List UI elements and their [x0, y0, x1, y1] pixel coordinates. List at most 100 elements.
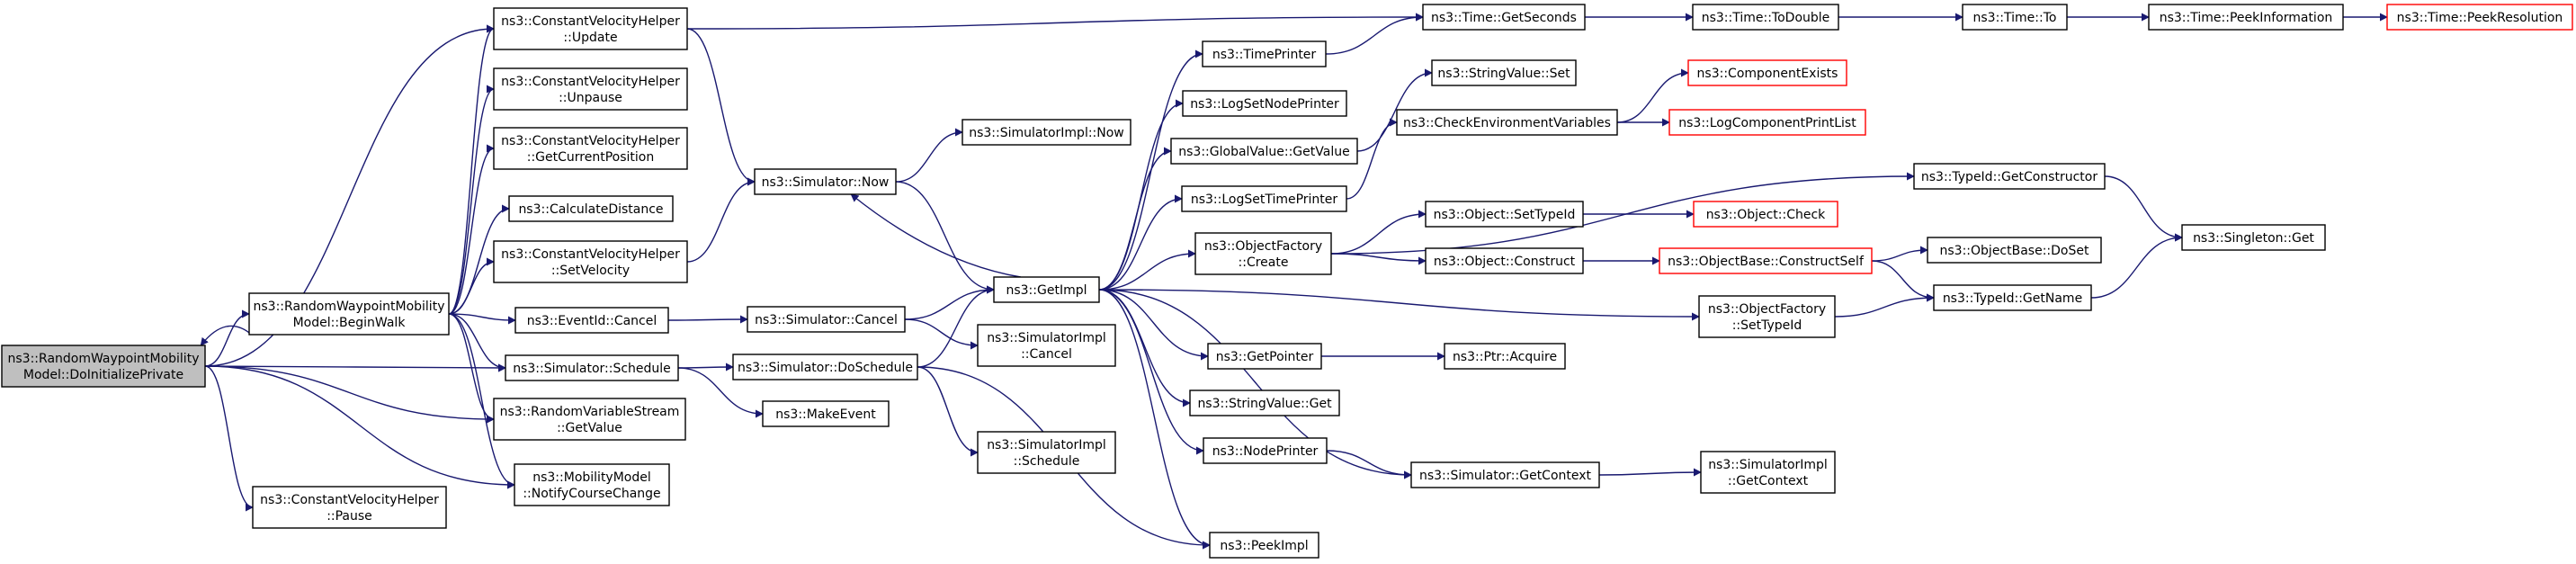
node-time-getseconds[interactable]: ns3::Time::GetSeconds: [1422, 4, 1586, 31]
node-box[interactable]: [1207, 343, 1322, 370]
node-object-construct[interactable]: ns3::Object::Construct: [1425, 247, 1584, 274]
node-box[interactable]: [1962, 4, 2068, 31]
node-mm-notify[interactable]: ns3::MobilityModel::NotifyCourseChange: [514, 463, 670, 506]
node-box[interactable]: [493, 127, 688, 170]
node-box[interactable]: [1170, 138, 1358, 165]
node-root[interactable]: ns3::RandomWaypointMobilityModel::DoInit…: [1, 345, 206, 388]
node-rvs-getvalue[interactable]: ns3::RandomVariableStream::GetValue: [493, 398, 686, 441]
node-box[interactable]: [1202, 40, 1327, 67]
node-objectbase-doset[interactable]: ns3::ObjectBase::DoSet: [1927, 237, 2102, 264]
node-time-to[interactable]: ns3::Time::To: [1962, 4, 2068, 31]
node-box[interactable]: [508, 195, 674, 222]
node-simimpl-getcontext[interactable]: ns3::SimulatorImpl::GetContext: [1700, 451, 1836, 494]
node-simimpl-schedule[interactable]: ns3::SimulatorImpl::Schedule: [977, 431, 1116, 474]
node-checkenv[interactable]: ns3::CheckEnvironmentVariables: [1396, 109, 1618, 136]
node-cvh-pause[interactable]: ns3::ConstantVelocityHelper::Pause: [252, 486, 447, 529]
node-cvh-getpos[interactable]: ns3::ConstantVelocityHelper::GetCurrentP…: [493, 127, 688, 170]
node-typeid-getconstructor[interactable]: ns3::TypeId::GetConstructor: [1913, 163, 2106, 190]
node-box[interactable]: [514, 463, 670, 506]
node-box[interactable]: [1913, 163, 2106, 190]
node-box[interactable]: [1933, 284, 2092, 311]
node-box[interactable]: [1425, 201, 1584, 228]
node-time-todouble[interactable]: ns3::Time::ToDouble: [1692, 4, 1839, 31]
node-object-check[interactable]: ns3::Object::Check: [1693, 201, 1838, 228]
node-stringvalue-set[interactable]: ns3::StringValue::Set: [1431, 59, 1577, 86]
node-box[interactable]: [1692, 4, 1839, 31]
node-getpointer[interactable]: ns3::GetPointer: [1207, 343, 1322, 370]
node-time-peekresolution[interactable]: ns3::Time::PeekResolution: [2386, 4, 2573, 31]
node-box[interactable]: [747, 306, 906, 333]
node-box[interactable]: [1396, 109, 1618, 136]
node-box[interactable]: [2148, 4, 2344, 31]
node-sim-cancel[interactable]: ns3::Simulator::Cancel: [747, 306, 906, 333]
node-peekimpl[interactable]: ns3::PeekImpl: [1209, 532, 1319, 559]
node-gv-getvalue[interactable]: ns3::GlobalValue::GetValue: [1170, 138, 1358, 165]
node-beginwalk[interactable]: ns3::RandomWaypointMobilityModel::BeginW…: [248, 292, 450, 336]
node-box[interactable]: [1927, 237, 2102, 264]
node-simimpl-cancel[interactable]: ns3::SimulatorImpl::Cancel: [977, 324, 1116, 367]
node-sim-getcontext[interactable]: ns3::Simulator::GetContext: [1410, 461, 1600, 488]
node-box[interactable]: [493, 240, 688, 283]
node-box[interactable]: [1700, 451, 1836, 494]
node-componentexists[interactable]: ns3::ComponentExists: [1687, 59, 1847, 86]
node-box[interactable]: [1698, 295, 1836, 338]
node-box[interactable]: [1, 345, 206, 388]
node-box[interactable]: [1659, 247, 1873, 274]
node-box[interactable]: [252, 486, 447, 529]
node-stringvalue-get[interactable]: ns3::StringValue::Get: [1189, 389, 1340, 416]
node-cvh-update[interactable]: ns3::ConstantVelocityHelper::Update: [493, 7, 688, 50]
node-box[interactable]: [1668, 109, 1866, 136]
node-time-peekinformation[interactable]: ns3::Time::PeekInformation: [2148, 4, 2344, 31]
node-box[interactable]: [762, 400, 890, 427]
node-object-settypeid[interactable]: ns3::Object::SetTypeId: [1425, 201, 1584, 228]
node-box[interactable]: [732, 354, 918, 380]
node-box[interactable]: [1189, 389, 1340, 416]
node-box[interactable]: [1422, 4, 1586, 31]
node-box[interactable]: [493, 7, 688, 50]
node-box[interactable]: [514, 307, 669, 334]
node-box[interactable]: [1181, 185, 1347, 212]
node-sim-now[interactable]: ns3::Simulator::Now: [754, 168, 897, 195]
node-box[interactable]: [2386, 4, 2573, 31]
node-box[interactable]: [2181, 224, 2326, 251]
node-box[interactable]: [993, 276, 1100, 303]
node-box[interactable]: [1425, 247, 1584, 274]
node-of-create[interactable]: ns3::ObjectFactory::Create: [1194, 232, 1332, 275]
node-timeprinter[interactable]: ns3::TimePrinter: [1202, 40, 1327, 67]
node-box[interactable]: [493, 67, 688, 111]
node-nodeprinter[interactable]: ns3::NodePrinter: [1203, 437, 1328, 464]
node-makeevent[interactable]: ns3::MakeEvent: [762, 400, 890, 427]
node-logsetnodeprinter[interactable]: ns3::LogSetNodePrinter: [1182, 90, 1347, 117]
node-calcdist[interactable]: ns3::CalculateDistance: [508, 195, 674, 222]
node-box[interactable]: [977, 431, 1116, 474]
node-sim-schedule[interactable]: ns3::Simulator::Schedule: [505, 354, 679, 381]
node-typeid-getname[interactable]: ns3::TypeId::GetName: [1933, 284, 2092, 311]
node-cvh-setvel[interactable]: ns3::ConstantVelocityHelper::SetVelocity: [493, 240, 688, 283]
node-box[interactable]: [1687, 59, 1847, 86]
node-box[interactable]: [1194, 232, 1332, 275]
node-sim-doschedule[interactable]: ns3::Simulator::DoSchedule: [732, 354, 918, 380]
node-box[interactable]: [1410, 461, 1600, 488]
node-box[interactable]: [1693, 201, 1838, 228]
node-box[interactable]: [1444, 343, 1566, 370]
node-eventid-cancel[interactable]: ns3::EventId::Cancel: [514, 307, 669, 334]
node-box[interactable]: [505, 354, 679, 381]
node-box[interactable]: [977, 324, 1116, 367]
node-singleton-get[interactable]: ns3::Singleton::Get: [2181, 224, 2326, 251]
node-simimpl-now[interactable]: ns3::SimulatorImpl::Now: [962, 119, 1131, 146]
node-box[interactable]: [754, 168, 897, 195]
node-box[interactable]: [1209, 532, 1319, 559]
node-objectbase-constructself[interactable]: ns3::ObjectBase::ConstructSelf: [1659, 247, 1873, 274]
node-box[interactable]: [962, 119, 1131, 146]
node-ptr-acquire[interactable]: ns3::Ptr::Acquire: [1444, 343, 1566, 370]
node-box[interactable]: [493, 398, 686, 441]
node-logsettimeprinter[interactable]: ns3::LogSetTimePrinter: [1181, 185, 1347, 212]
node-logcomponentprintlist[interactable]: ns3::LogComponentPrintList: [1668, 109, 1866, 136]
node-box[interactable]: [1431, 59, 1577, 86]
node-getimpl[interactable]: ns3::GetImpl: [993, 276, 1100, 303]
node-of-settypeid[interactable]: ns3::ObjectFactory::SetTypeId: [1698, 295, 1836, 338]
node-box[interactable]: [1182, 90, 1347, 117]
node-box[interactable]: [248, 292, 450, 336]
node-box[interactable]: [1203, 437, 1328, 464]
node-cvh-unpause[interactable]: ns3::ConstantVelocityHelper::Unpause: [493, 67, 688, 111]
